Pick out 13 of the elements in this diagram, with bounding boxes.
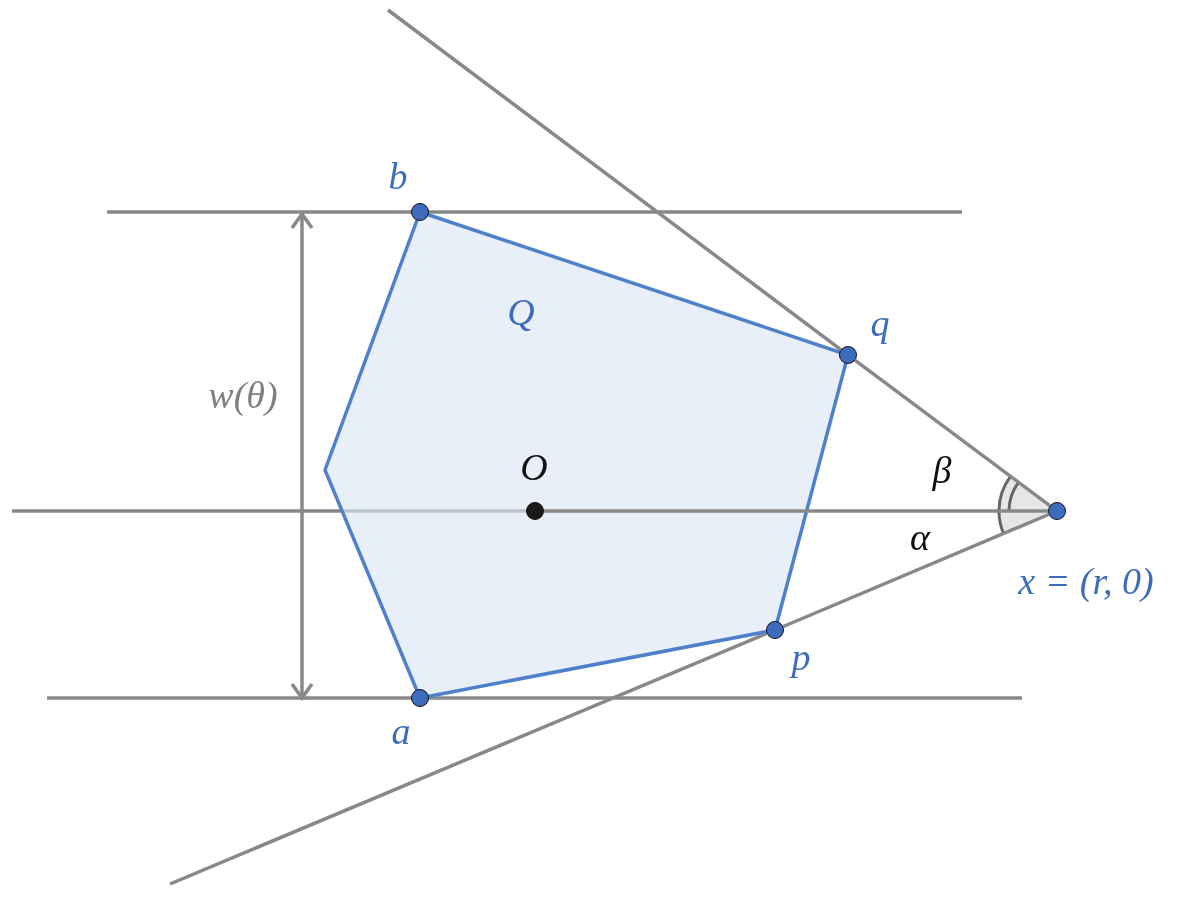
shape-label: Q <box>507 293 535 331</box>
point-label: p <box>791 638 811 676</box>
point-label: x = (r, 0) <box>1018 562 1154 600</box>
point-label: a <box>391 712 411 750</box>
point-label: O <box>520 448 548 486</box>
point-label: b <box>388 157 408 195</box>
line <box>782 512 1050 629</box>
angle-label: β <box>932 451 952 489</box>
line <box>854 359 1051 507</box>
line <box>544 509 1048 513</box>
dimension-label: w(θ) <box>208 376 278 414</box>
point-label: q <box>870 304 890 342</box>
angle-label: α <box>910 518 930 556</box>
